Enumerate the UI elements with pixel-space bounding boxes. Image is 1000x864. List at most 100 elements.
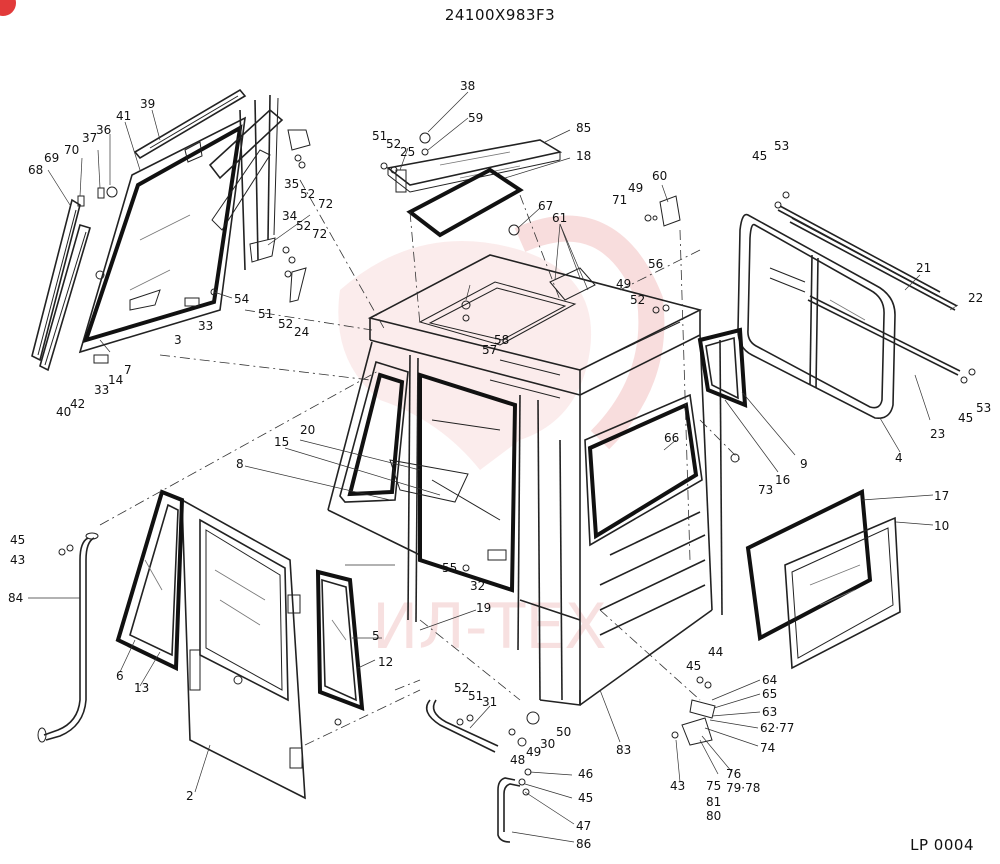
callout-70: 70 xyxy=(64,143,79,157)
left-strips xyxy=(31,198,91,372)
callout-53: 53 xyxy=(774,139,789,153)
callout-21: 21 xyxy=(916,261,931,275)
callout-50: 50 xyxy=(556,725,571,739)
hardware xyxy=(58,129,976,796)
callout-52: 52 xyxy=(296,219,311,233)
callout-16: 16 xyxy=(775,473,790,487)
callout-79-78: 79·78 xyxy=(726,781,760,795)
callout-7: 7 xyxy=(124,363,132,377)
callout-35: 35 xyxy=(284,177,299,191)
callout-43: 43 xyxy=(10,553,25,567)
callout-62-77: 62·77 xyxy=(760,721,794,735)
callout-49: 49 xyxy=(526,745,541,759)
callout-32: 32 xyxy=(470,579,485,593)
callout-67: 67 xyxy=(538,199,553,213)
callout-42: 42 xyxy=(70,397,85,411)
rear-side-window xyxy=(697,327,748,409)
callout-47: 47 xyxy=(576,819,591,833)
callout-71: 71 xyxy=(612,193,627,207)
callout-64: 64 xyxy=(762,673,777,687)
callout-68: 68 xyxy=(28,163,43,177)
callout-3: 3 xyxy=(174,333,182,347)
callout-13: 13 xyxy=(134,681,149,695)
callout-74: 74 xyxy=(760,741,775,755)
side-window-middle xyxy=(315,569,365,712)
callout-49: 49 xyxy=(628,181,643,195)
callout-52: 52 xyxy=(300,187,315,201)
callout-45: 45 xyxy=(10,533,25,547)
side-window-left xyxy=(115,489,185,672)
callout-23: 23 xyxy=(930,427,945,441)
callout-33: 33 xyxy=(94,383,109,397)
callout-54: 54 xyxy=(234,292,249,306)
callout-46: 46 xyxy=(578,767,593,781)
callout-66: 66 xyxy=(664,431,679,445)
watermark-text: ИЛ-ТЕХ xyxy=(372,590,607,663)
step-bracket xyxy=(425,699,499,753)
callout-85: 85 xyxy=(576,121,591,135)
callout-6: 6 xyxy=(116,669,124,683)
callout-69: 69 xyxy=(44,151,59,165)
callout-43: 43 xyxy=(670,779,685,793)
callout-61: 61 xyxy=(552,211,567,225)
grab-rail-lower xyxy=(497,777,521,843)
callout-57: 57 xyxy=(482,343,497,357)
callout-51: 51 xyxy=(258,307,273,321)
callout-22: 22 xyxy=(968,291,983,305)
callout-labels: 38 59 85 18 51 52 25 67 61 60 49 71 49 5… xyxy=(8,79,991,851)
assembly-lines xyxy=(99,179,741,746)
callout-75: 75 xyxy=(706,779,721,793)
callout-31: 31 xyxy=(482,695,497,709)
callout-80: 80 xyxy=(706,809,721,823)
callout-52: 52 xyxy=(386,137,401,151)
roof-hatch xyxy=(386,139,563,326)
front-window-frame xyxy=(78,94,284,354)
callout-34: 34 xyxy=(282,209,297,223)
callout-19: 19 xyxy=(476,601,491,615)
callout-81: 81 xyxy=(706,795,721,809)
callout-56: 56 xyxy=(648,257,663,271)
callout-38: 38 xyxy=(460,79,475,93)
callout-72: 72 xyxy=(318,197,333,211)
callout-86: 86 xyxy=(576,837,591,851)
drawing-title: 24100X983F3 xyxy=(444,6,556,24)
corner-badge xyxy=(0,0,16,16)
callout-39: 39 xyxy=(140,97,155,111)
callout-83: 83 xyxy=(616,743,631,757)
callout-33: 33 xyxy=(198,319,213,333)
callout-58: 58 xyxy=(494,333,509,347)
callout-25: 25 xyxy=(400,145,415,159)
callout-5: 5 xyxy=(372,629,380,643)
callout-20: 20 xyxy=(300,423,315,437)
callout-45: 45 xyxy=(958,411,973,425)
callout-63: 63 xyxy=(762,705,777,719)
callout-40: 40 xyxy=(56,405,71,419)
callout-59: 59 xyxy=(468,111,483,125)
callout-65: 65 xyxy=(762,687,777,701)
callout-60: 60 xyxy=(652,169,667,183)
callout-52: 52 xyxy=(454,681,469,695)
callout-15: 15 xyxy=(274,435,289,449)
callout-53: 53 xyxy=(976,401,991,415)
callout-73: 73 xyxy=(758,483,773,497)
callout-45: 45 xyxy=(752,149,767,163)
callout-52: 52 xyxy=(630,293,645,307)
callout-41: 41 xyxy=(116,109,131,123)
callout-55: 55 xyxy=(442,561,457,575)
callout-8: 8 xyxy=(236,457,244,471)
callout-72: 72 xyxy=(312,227,327,241)
callout-17: 17 xyxy=(934,489,949,503)
callout-76: 76 xyxy=(726,767,741,781)
callout-51: 51 xyxy=(372,129,387,143)
callout-45: 45 xyxy=(578,791,593,805)
callout-51: 51 xyxy=(468,689,483,703)
callout-24: 24 xyxy=(294,325,309,339)
callout-37: 37 xyxy=(82,131,97,145)
callout-30: 30 xyxy=(540,737,555,751)
callout-10: 10 xyxy=(934,519,949,533)
left-door xyxy=(181,498,306,800)
callout-9: 9 xyxy=(800,457,808,471)
callout-45: 45 xyxy=(686,659,701,673)
grab-rail-left xyxy=(37,532,99,743)
